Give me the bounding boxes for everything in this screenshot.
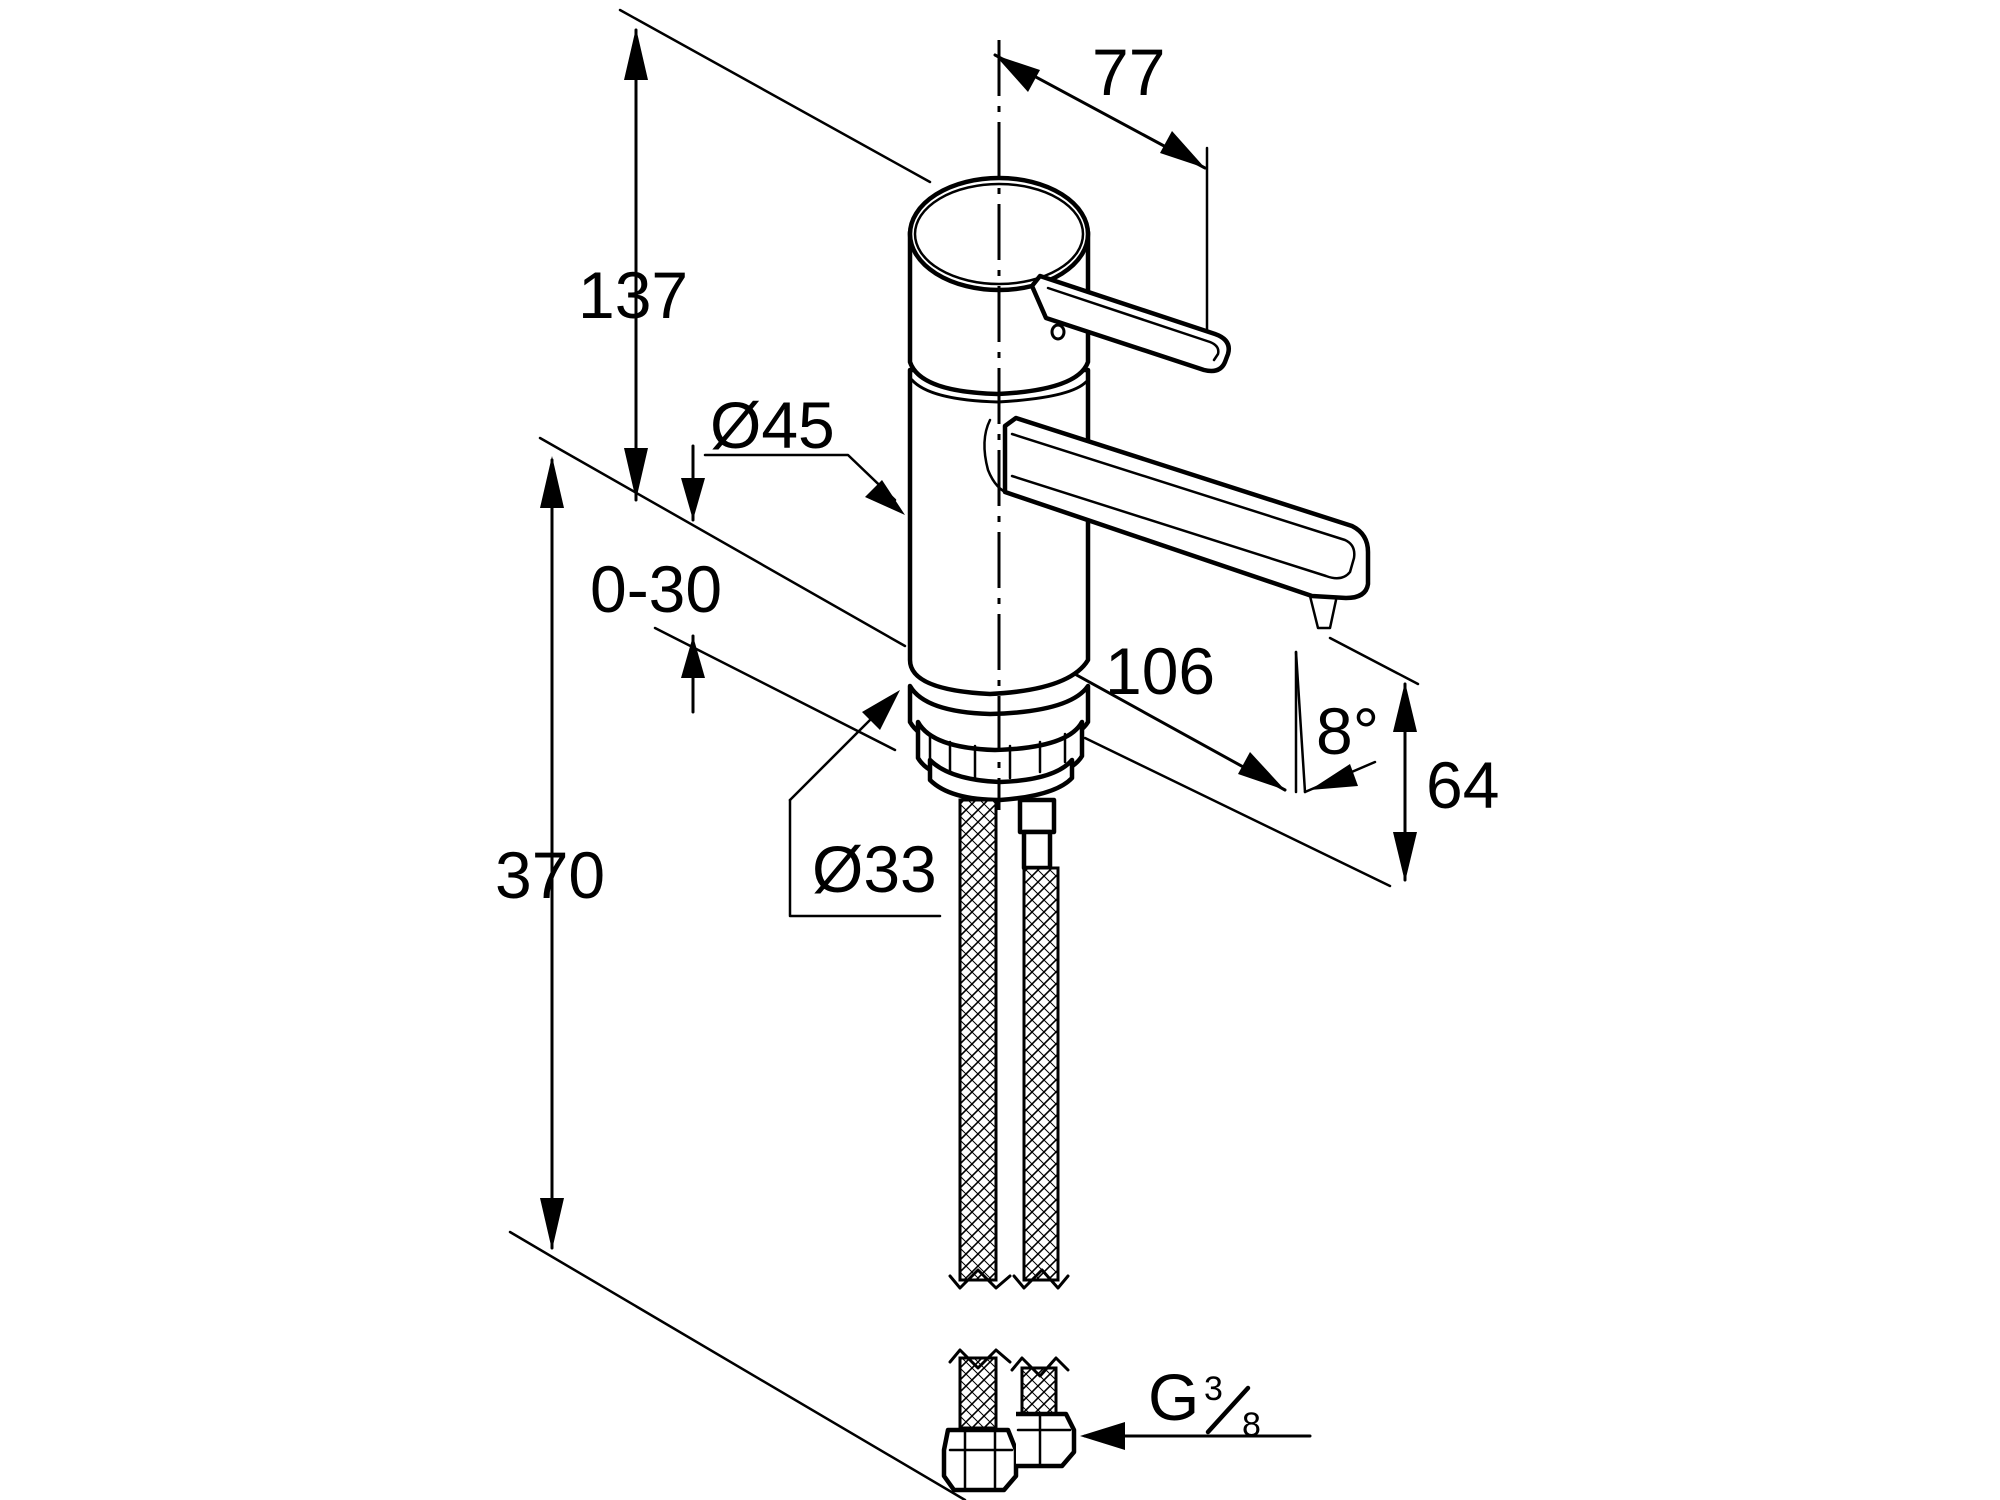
dim-o33: Ø33 (812, 832, 937, 906)
dim-64: 64 (1426, 748, 1499, 822)
hex-nut-left (941, 1427, 1019, 1493)
dim-0-30: 0-30 (590, 552, 722, 626)
thread-numerator: 3 (1204, 1370, 1223, 1408)
dimension-lines (540, 28, 1417, 1450)
dim-o45: Ø45 (710, 388, 835, 462)
hex-nut-right (1016, 1411, 1077, 1469)
dim-8-deg: 8° (1316, 694, 1379, 768)
hose-left (958, 798, 998, 1282)
faucet (907, 40, 1371, 1493)
hose-right (1022, 866, 1060, 1282)
thread-letter: G (1148, 1360, 1199, 1434)
thread-denominator: 8 (1242, 1406, 1261, 1444)
dimension-labels: 137 77 Ø45 0-30 106 8° 64 Ø33 370 G 3 8 (495, 35, 1499, 1444)
spout (1002, 415, 1371, 601)
dim-370: 370 (495, 838, 605, 912)
dim-77: 77 (1092, 35, 1165, 109)
dim-137: 137 (578, 258, 688, 332)
dim-106: 106 (1105, 634, 1215, 708)
